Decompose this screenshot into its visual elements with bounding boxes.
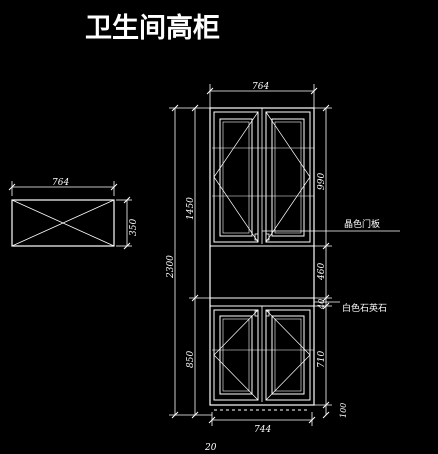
plan-width-tick-left (8, 183, 16, 191)
plan-view: 764 350 (8, 178, 139, 250)
upper-section-label: 1450 (186, 197, 196, 220)
counter-thickness-label: 40 (317, 299, 326, 310)
overall-height-label: 2300 (166, 255, 176, 279)
lower-door-height-label: 710 (317, 351, 327, 368)
bottom-width-label: 744 (254, 425, 271, 435)
upper-right-swing-mark (265, 111, 311, 243)
lower-right-door (265, 309, 311, 401)
upper-left-door-panel (219, 118, 253, 237)
middle-open-height-label: 460 (317, 263, 327, 281)
upper-right-handle (265, 233, 270, 241)
bottom-width-tick-left (208, 416, 216, 424)
upper-left-swing-mark (213, 111, 259, 243)
lower-right-door-inner (274, 318, 302, 392)
upper-right-door-inner (274, 121, 302, 234)
plan-width-label: 764 (52, 178, 69, 188)
bottom-width-tick-right (308, 416, 316, 424)
lower-left-door (213, 309, 259, 401)
lower-right-handle (265, 310, 270, 317)
lower-section-label: 850 (186, 351, 196, 368)
counter-material-label: 白色石英石 (342, 302, 387, 314)
plan-depth-tick-bottom (123, 242, 131, 250)
drawing-title: 卫生间高柜 (85, 12, 220, 44)
lower-right-door-panel (271, 315, 305, 395)
upper-left-door (213, 111, 259, 243)
right-tick-246 (322, 242, 330, 250)
upper-right-door (265, 111, 311, 243)
lower-section-tick-bottom (191, 411, 199, 419)
upper-left-door-inner (222, 121, 250, 234)
bottom-note: 20 (204, 443, 217, 453)
upper-left-handle (254, 233, 259, 241)
right-tick-108 (322, 104, 330, 112)
base-height-label: 100 (339, 403, 348, 418)
lower-left-swing-mark (213, 309, 259, 401)
lower-right-swing-mark (265, 309, 311, 401)
lower-left-handle (254, 310, 259, 317)
overall-tick-bottom (171, 411, 179, 419)
plan-width-tick-right (110, 183, 118, 191)
plan-depth-label: 350 (129, 219, 139, 236)
top-width-tick-right (310, 87, 318, 95)
lower-left-door-inner (222, 318, 250, 392)
overall-tick-top (171, 104, 179, 112)
plan-depth-tick-top (123, 196, 131, 204)
top-width-label: 764 (252, 82, 269, 92)
right-tick-298 (322, 294, 330, 302)
elevation-view: 764 (166, 82, 400, 453)
plan-cross-line-2 (11, 199, 115, 247)
door-material-label: 晶色门板 (344, 218, 380, 230)
lower-left-door-panel (219, 315, 253, 395)
plan-cabinet-box (11, 199, 115, 247)
upper-section-tick-top (191, 104, 199, 112)
right-tick-306 (322, 302, 330, 310)
upper-right-door-panel (271, 118, 305, 237)
upper-door-height-label: 990 (317, 173, 327, 190)
top-width-tick-left (206, 87, 214, 95)
